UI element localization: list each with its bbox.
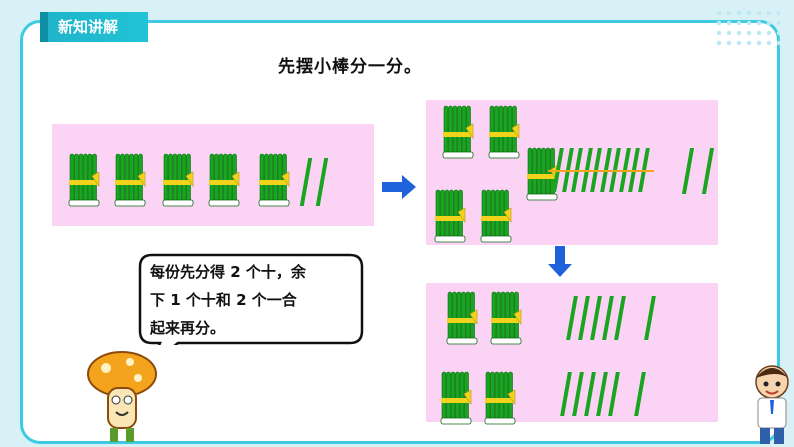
boy-character: [755, 365, 789, 444]
bundle-of-ten-icon: [484, 371, 516, 425]
speech-text: 每份先分得 2 个十，余 下 1 个十和 2 个一合 起来再分。: [150, 258, 360, 342]
mushroom-character: [87, 351, 157, 442]
speech-line-3: 起来再分。: [150, 319, 226, 337]
speech-line-2: 下 1 个十和 2 个一合: [150, 291, 297, 309]
bundle-being-split-icon: [526, 147, 558, 201]
speech-bubble: [138, 253, 364, 345]
bundle-of-ten-icon: [162, 153, 194, 207]
speech-line-1: 每份先分得 2 个十，余: [150, 263, 306, 281]
right-arrow-icon: [382, 175, 416, 199]
panel-distribution: [426, 100, 718, 245]
bundle-of-ten-icon: [434, 189, 466, 243]
instruction-text: 先摆小棒分一分。: [278, 57, 422, 77]
bundle-of-ten-icon: [114, 153, 146, 207]
bundle-of-ten-icon: [440, 371, 472, 425]
split-marker-line: [548, 170, 654, 172]
bundle-of-ten-icon: [442, 105, 474, 159]
decorative-dots: [714, 8, 780, 48]
bundle-of-ten-icon: [490, 291, 522, 345]
bundle-of-ten-icon: [488, 105, 520, 159]
bundle-of-ten-icon: [68, 153, 100, 207]
bundle-of-ten-icon: [208, 153, 240, 207]
down-arrow-icon: [548, 246, 572, 277]
section-label: 新知讲解: [40, 12, 148, 42]
bundle-of-ten-icon: [258, 153, 290, 207]
bundle-of-ten-icon: [480, 189, 512, 243]
bundle-of-ten-icon: [446, 291, 478, 345]
